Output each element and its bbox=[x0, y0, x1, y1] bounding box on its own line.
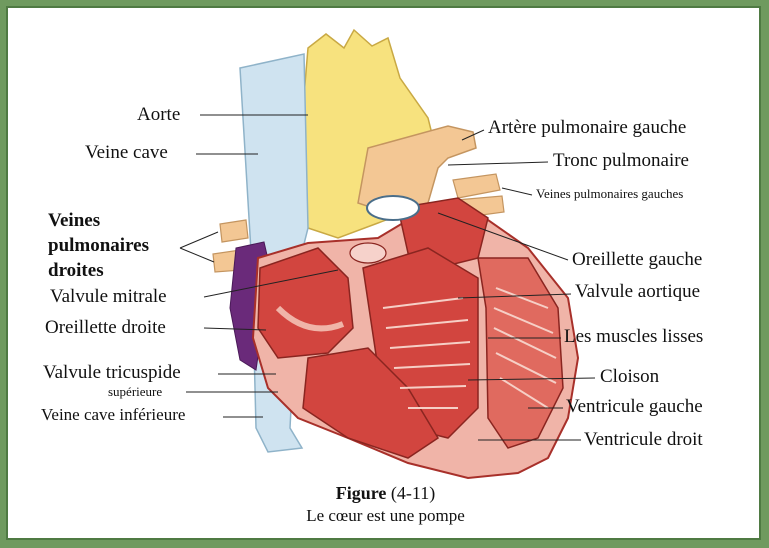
label-muscles-lisses: Les muscles lisses bbox=[564, 327, 703, 346]
label-tronc-pulmonaire: Tronc pulmonaire bbox=[553, 151, 689, 170]
label-veine-cave: Veine cave bbox=[85, 143, 168, 162]
figure-caption-title: Figure (4-11) bbox=[8, 483, 761, 504]
figure-number: (4-11) bbox=[391, 483, 435, 503]
label-valvule-tricuspide: Valvule tricuspide bbox=[43, 363, 181, 382]
label-cloison: Cloison bbox=[600, 367, 659, 386]
mitral-valve-shape bbox=[350, 243, 386, 263]
label-valvule-mitrale: Valvule mitrale bbox=[50, 287, 167, 306]
label-veines-pulm-droites-1: Veines bbox=[48, 211, 100, 230]
label-aorte: Aorte bbox=[137, 105, 180, 124]
aortic-valve-shape bbox=[367, 196, 419, 220]
label-oreillette-gauche: Oreillette gauche bbox=[572, 250, 702, 269]
label-veine-cave-inferieure: Veine cave inférieure bbox=[41, 406, 185, 423]
label-ventricule-gauche: Ventricule gauche bbox=[566, 397, 703, 416]
label-veines-pulm-droites-2: pulmonaires bbox=[48, 236, 149, 255]
label-valvule-aortique: Valvule aortique bbox=[575, 282, 700, 301]
label-oreillette-droite: Oreillette droite bbox=[45, 318, 166, 337]
label-artere-pulmonaire-gauche: Artère pulmonaire gauche bbox=[488, 118, 686, 137]
figure-caption-subtitle: Le cœur est une pompe bbox=[8, 506, 761, 526]
heart-illustration bbox=[8, 8, 761, 540]
label-veines-pulm-droites-3: droites bbox=[48, 261, 104, 280]
label-veines-pulm-gauches: Veines pulmonaires gauches bbox=[536, 187, 683, 200]
figure-word: Figure bbox=[336, 483, 387, 503]
label-superieure: supérieure bbox=[108, 385, 162, 398]
label-ventricule-droit: Ventricule droit bbox=[584, 430, 703, 449]
figure-frame: Aorte Veine cave Veines pulmonaires droi… bbox=[6, 6, 761, 540]
